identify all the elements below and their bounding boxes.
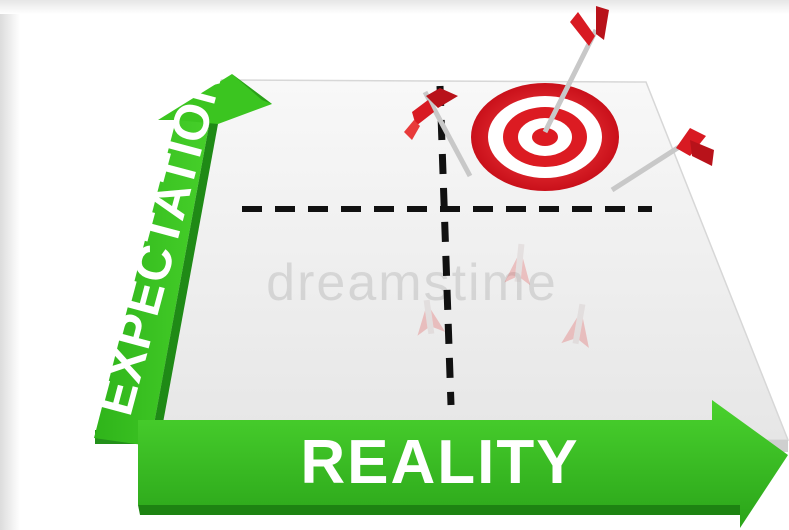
x-axis-arrow: REALITY	[138, 400, 788, 528]
top-edge-shade	[0, 0, 789, 14]
watermark: dreamstime	[266, 254, 558, 312]
arrow-icon	[404, 88, 473, 178]
arrow-icon	[610, 128, 714, 193]
arrow-icon	[542, 6, 609, 134]
target-icon	[471, 83, 619, 191]
quadrant-dividers	[242, 85, 652, 406]
x-axis-label: REALITY	[300, 428, 579, 497]
arrow-reflections	[417, 243, 589, 349]
vertical-divider	[436, 85, 455, 406]
left-edge-shade	[0, 0, 20, 530]
